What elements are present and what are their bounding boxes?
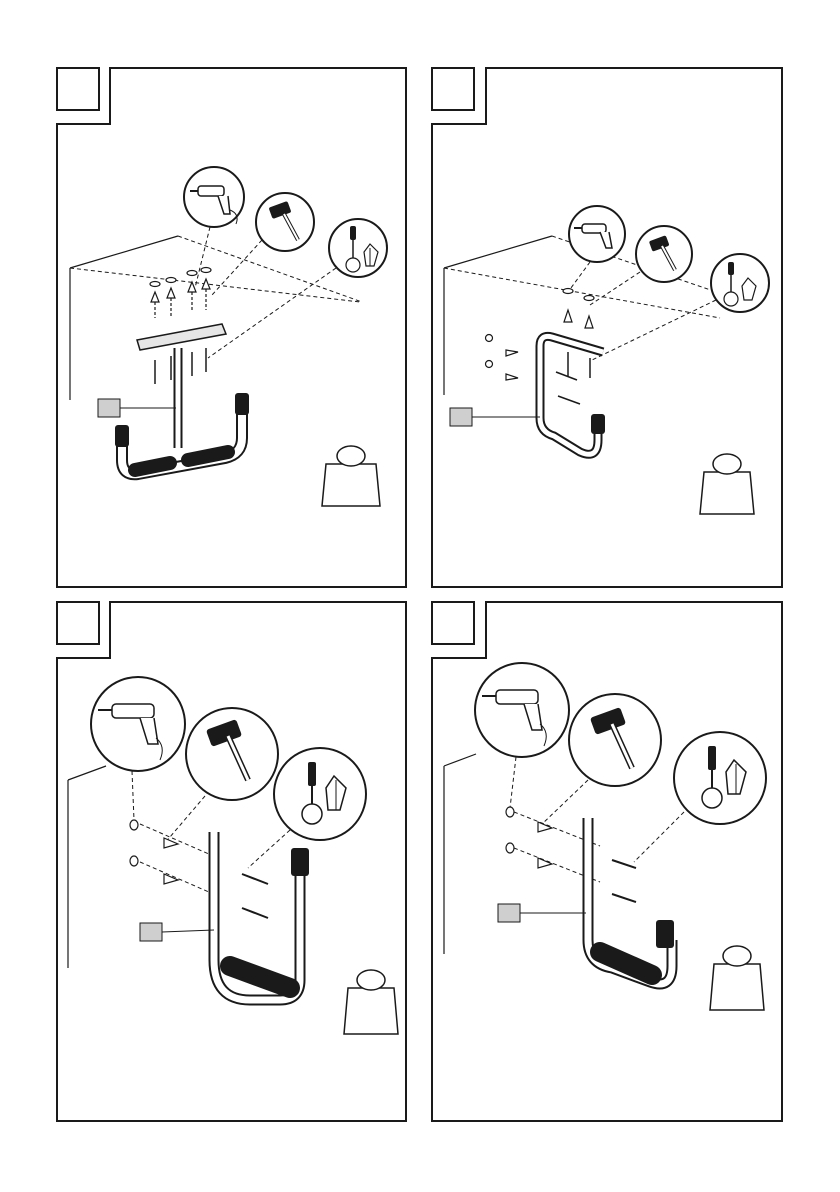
drill-icon: [91, 677, 185, 771]
step-number-box: [57, 68, 99, 110]
part-label: [450, 408, 472, 426]
hook-double-arm: [115, 348, 249, 474]
panel-frame: [57, 602, 406, 1121]
panel-frame: [57, 68, 406, 587]
part-label: [498, 904, 520, 922]
hammer-icon: [256, 193, 314, 251]
hammer-icon: [569, 694, 661, 786]
screws: [242, 874, 268, 918]
step-number-box: [57, 602, 99, 644]
screwdriver-icon: [329, 219, 387, 277]
screws: [612, 860, 636, 902]
part-label: [98, 399, 120, 417]
weight-icon: [322, 446, 380, 506]
screws: [556, 352, 590, 404]
wall-plugs: [150, 268, 211, 319]
panel-2: [432, 68, 782, 587]
wall-plugs: [506, 807, 552, 868]
drill-icon: [569, 206, 625, 262]
ceiling-surface: [70, 236, 362, 400]
hook-single-arm: [540, 336, 605, 454]
panel-1: [57, 68, 406, 587]
screwdriver-icon: [674, 732, 766, 824]
wall-surface: [68, 766, 106, 968]
step-number-box: [432, 68, 474, 110]
drill-icon: [184, 167, 244, 227]
hammer-icon: [636, 226, 692, 282]
weight-icon: [710, 946, 764, 1010]
panel-frame: [432, 602, 782, 1121]
panel-4: [432, 602, 782, 1121]
step-number-box: [432, 602, 474, 644]
part-label: [140, 923, 162, 941]
weight-icon: [700, 454, 754, 514]
mounting-plate: [137, 324, 226, 350]
screwdriver-icon: [274, 748, 366, 840]
screwdriver-icon: [711, 254, 769, 312]
drill-icon: [475, 663, 569, 757]
weight-icon: [344, 970, 398, 1034]
panel-3: [57, 602, 406, 1121]
wall-surface: [444, 754, 476, 954]
hammer-icon: [186, 708, 278, 800]
